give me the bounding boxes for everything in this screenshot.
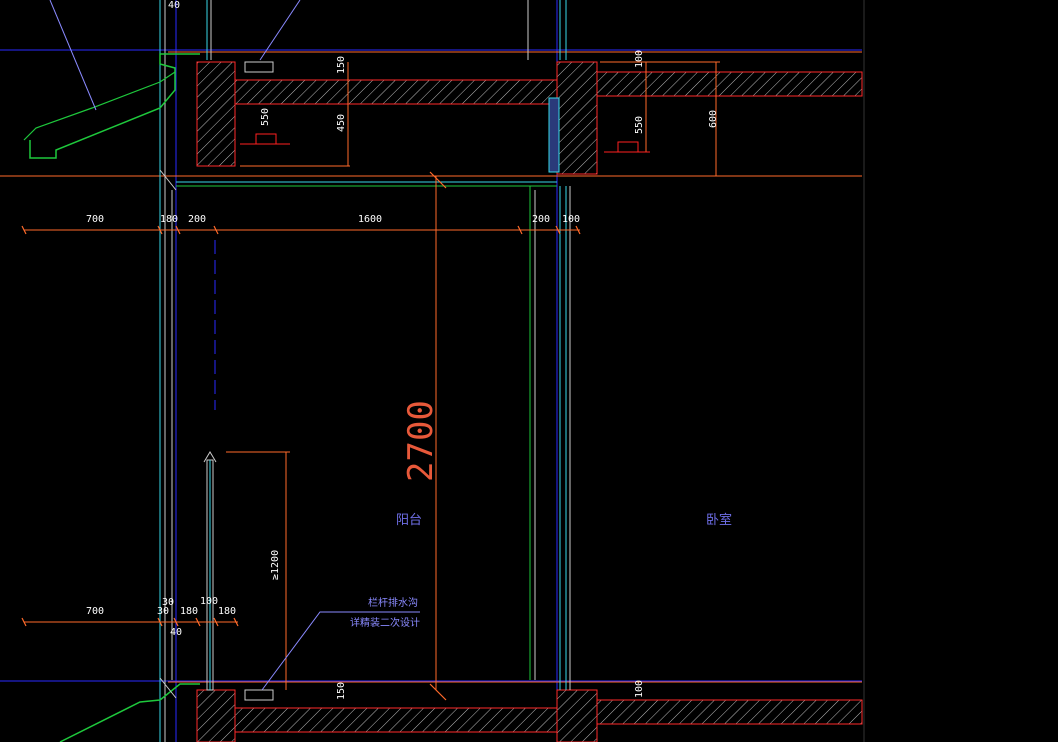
dim-bottom-700: 700	[86, 606, 104, 617]
label-top-left: 40	[168, 0, 180, 11]
dim-lower-100: 100	[634, 680, 645, 698]
height-2700: 2700	[401, 400, 441, 482]
room-labels: 阳台 卧室	[396, 512, 732, 528]
dimension-lines	[24, 61, 720, 690]
note-line2: 详精装二次设计	[350, 616, 420, 629]
window-frames	[527, 0, 571, 690]
dim-top-100: 100	[562, 214, 580, 225]
left-facade	[23, 0, 212, 742]
dim-bottom-180a: 180	[180, 606, 198, 617]
dim-lower-150: 150	[336, 682, 347, 700]
railing-height: ≥1200	[270, 550, 281, 580]
leader-lines	[49, 0, 420, 691]
annotation-note: 栏杆排水沟 详精装二次设计	[350, 596, 420, 629]
room-balcony: 阳台	[396, 513, 422, 528]
dimension-texts: 700 180 200 1600 200 100 700 30 30 40 18…	[86, 0, 719, 700]
right-blank-panel	[863, 0, 1058, 742]
dim-right-550: 550	[634, 116, 645, 134]
dim-bottom-180b: 180	[218, 606, 236, 617]
dim-bottom-40: 40	[170, 627, 182, 638]
railing	[203, 61, 274, 701]
dim-right-100: 100	[634, 50, 645, 68]
dim-bottom-30b: 30	[157, 606, 169, 617]
dim-beam-450: 450	[336, 114, 347, 132]
dim-top-180: 180	[160, 214, 178, 225]
dim-right-600: 600	[708, 110, 719, 128]
dim-bottom-100: 100	[200, 596, 218, 607]
room-bedroom: 卧室	[706, 512, 732, 528]
red-markers	[240, 133, 650, 153]
dimension-ticks	[21, 171, 581, 701]
axis-lines	[0, 0, 862, 742]
dim-bottom-30a: 30	[162, 597, 174, 608]
upper-slab	[176, 61, 863, 187]
dim-beam-150: 150	[336, 56, 347, 74]
lower-slab	[196, 689, 863, 742]
note-line1: 栏杆排水沟	[368, 596, 418, 609]
dim-beam-550: 550	[260, 108, 271, 126]
dim-top-1600: 1600	[358, 214, 382, 225]
dim-top-200b: 200	[532, 214, 550, 225]
dim-top-700: 700	[86, 214, 104, 225]
level-lines	[0, 51, 862, 683]
dim-top-200a: 200	[188, 214, 206, 225]
